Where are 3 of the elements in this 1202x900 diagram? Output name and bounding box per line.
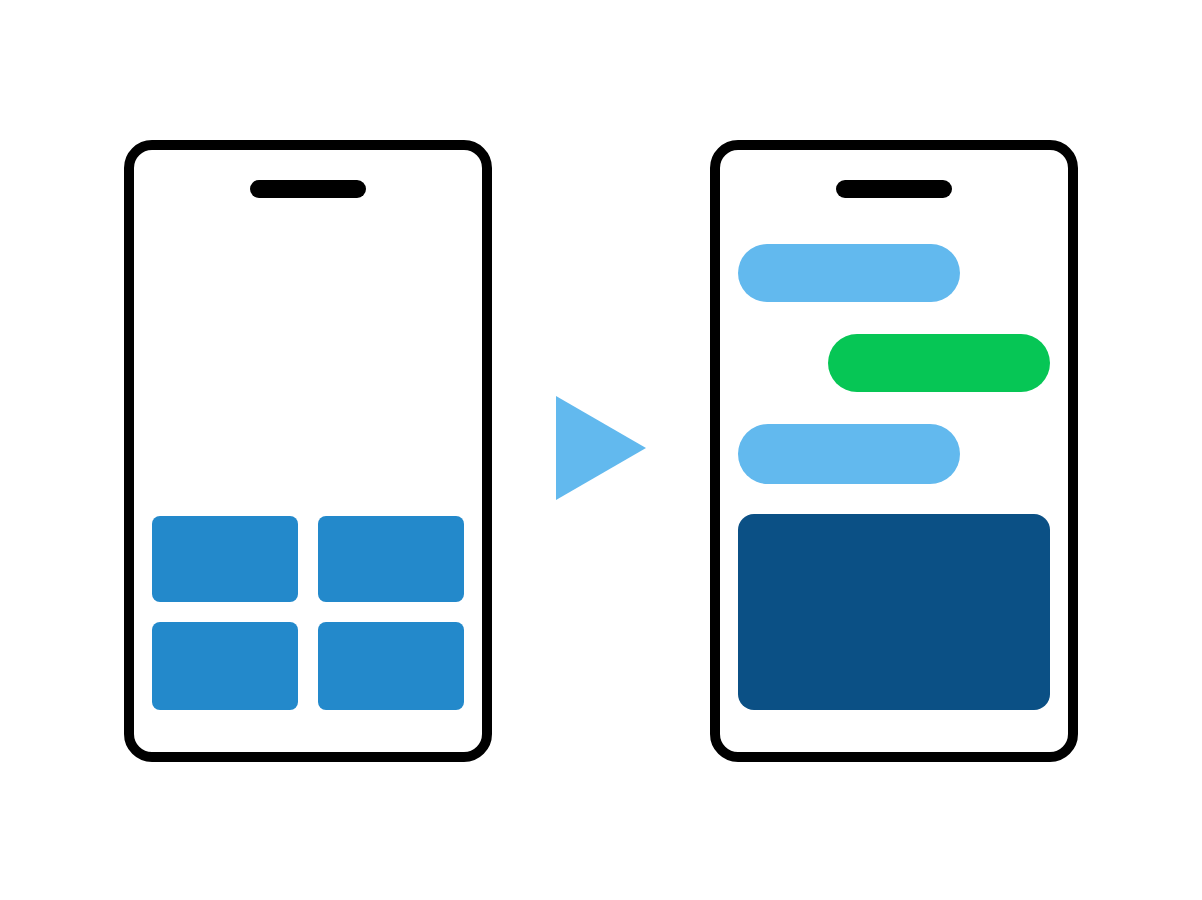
phone-drawing [124,140,492,762]
arrow [556,396,646,500]
phone-drawing [710,140,1078,762]
